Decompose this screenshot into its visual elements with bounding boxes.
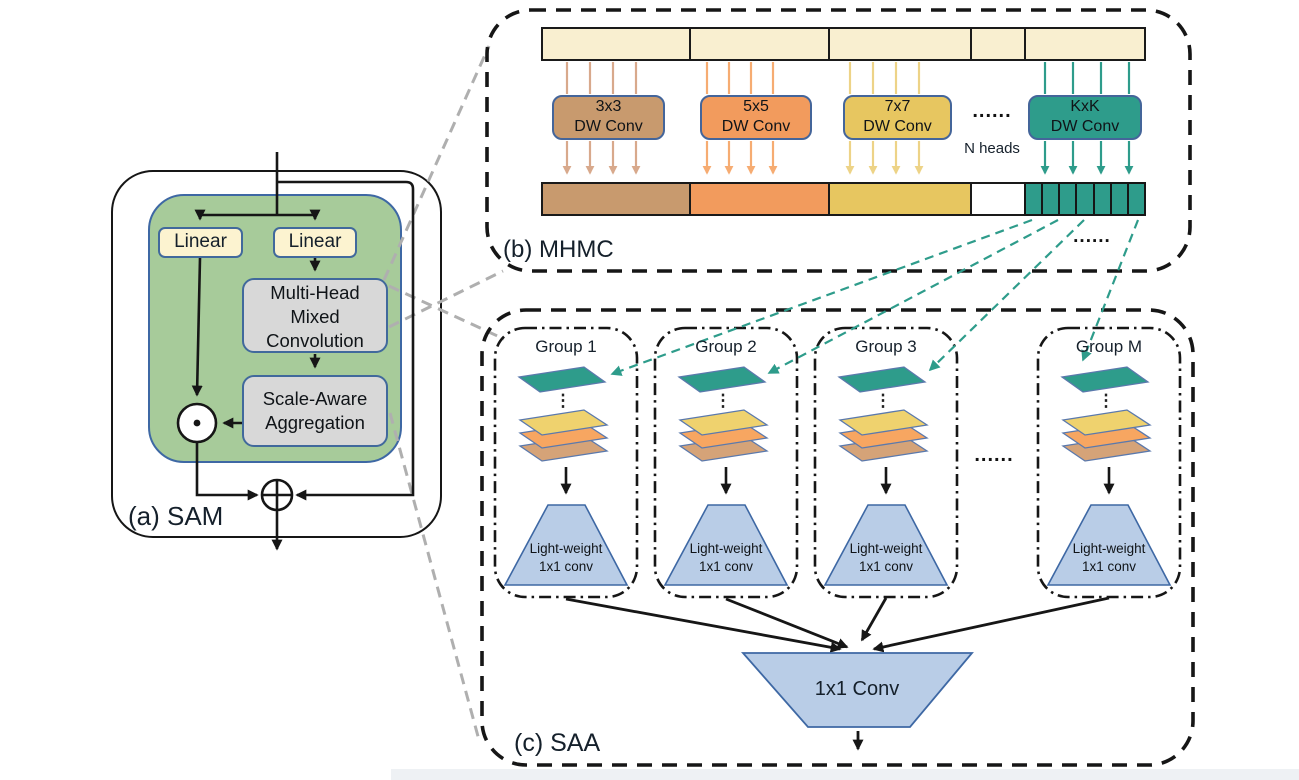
kernel-size-label: KxK xyxy=(1070,98,1100,115)
conv-label-line-2: 1x1 conv xyxy=(698,558,754,574)
group-m-vdots: ⋮ xyxy=(1097,391,1115,410)
conv-type-label: DW Conv xyxy=(863,118,932,135)
page-edge-band xyxy=(391,769,1299,780)
group-2-vdots: ⋮ xyxy=(714,391,732,410)
bottom-bar-ellipsis: ...... xyxy=(1073,226,1111,247)
group-2-label: Group 2 xyxy=(695,337,757,356)
saa-line-1: Scale-Aware xyxy=(262,388,368,409)
group-3-conv-label: Light-weight 1x1 conv xyxy=(829,540,943,575)
group-m-label: Group M xyxy=(1075,337,1143,356)
conv-label-line-1: Light-weight xyxy=(529,541,603,556)
saa-label: Scale-Aware Aggregation xyxy=(242,387,388,435)
conv-label-line-2: 1x1 conv xyxy=(538,558,594,574)
dwconv-3x3-label: 3x3 DW Conv xyxy=(552,97,665,137)
dwconv-5x5-label: 5x5 DW Conv xyxy=(700,97,812,137)
conv-type-label: DW Conv xyxy=(721,118,791,135)
groups-ellipsis: ...... xyxy=(974,444,1014,466)
group-1-label: Group 1 xyxy=(535,337,597,356)
panel-a-label: (a) SAM xyxy=(128,501,224,531)
group-1-vdots: ⋮ xyxy=(554,391,572,410)
conv-type-label: DW Conv xyxy=(1050,118,1120,135)
heads-ellipsis: ...... xyxy=(972,100,1012,122)
panel-b-label: (b) MHMC xyxy=(503,236,614,263)
linear-right-label: Linear xyxy=(288,231,342,252)
mhmc-label: Multi-Head Mixed Convolution xyxy=(242,281,388,353)
final-conv-label: 1x1 Conv xyxy=(814,678,900,700)
mhmc-line-3: Convolution xyxy=(266,330,364,351)
conv-type-label: DW Conv xyxy=(574,118,643,135)
group-3-label: Group 3 xyxy=(855,337,917,356)
kernel-size-label: 5x5 xyxy=(743,98,769,115)
conv-label-line-2: 1x1 conv xyxy=(1081,558,1137,574)
group-1-conv-label: Light-weight 1x1 conv xyxy=(509,540,623,575)
linear-box-left xyxy=(158,227,243,258)
conv-label-line-2: 1x1 conv xyxy=(858,558,914,574)
n-heads-note: N heads xyxy=(964,140,1020,157)
conv-label-line-1: Light-weight xyxy=(689,541,763,556)
linear-left-label: Linear xyxy=(174,231,227,252)
kernel-size-label: 7x7 xyxy=(884,98,911,115)
mhmc-line-1: Multi-Head xyxy=(270,282,360,303)
conv-label-line-1: Light-weight xyxy=(849,541,923,556)
conv-label-line-1: Light-weight xyxy=(1072,541,1146,556)
dwconv-kxk-label: KxK DW Conv xyxy=(1028,97,1142,137)
mhmc-line-2: Mixed xyxy=(290,306,340,327)
group-3-vdots: ⋮ xyxy=(874,391,892,410)
panel-c-label: (c) SAA xyxy=(514,729,601,757)
kernel-size-label: 3x3 xyxy=(595,98,622,115)
group-m-conv-label: Light-weight 1x1 conv xyxy=(1052,540,1166,575)
group-2-conv-label: Light-weight 1x1 conv xyxy=(669,540,783,575)
dwconv-7x7-label: 7x7 DW Conv xyxy=(843,97,952,137)
saa-line-2: Aggregation xyxy=(265,412,365,433)
